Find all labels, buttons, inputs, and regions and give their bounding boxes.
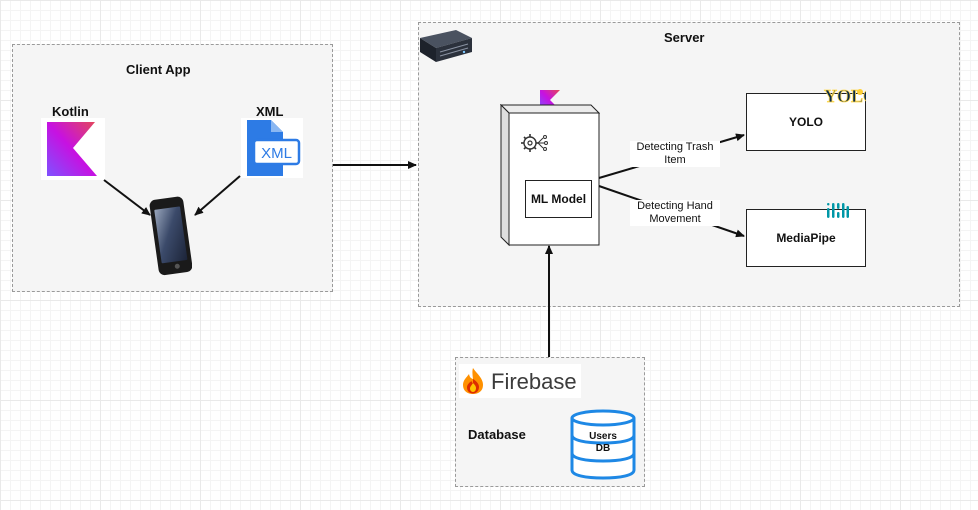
xml-icon-text: XML	[261, 145, 292, 162]
yolo-logo: YOLO	[822, 84, 878, 107]
firebase-flame-icon	[463, 368, 483, 394]
xml-file-icon: XML	[241, 118, 303, 178]
ml-model-container	[499, 103, 601, 247]
server-rack-icon	[416, 26, 474, 64]
edge-label-hand: Detecting Hand Movement	[630, 200, 720, 226]
database-label: Database	[468, 427, 526, 442]
ml-model-box: ML Model	[525, 180, 592, 218]
phone-icon	[148, 196, 193, 278]
kotlin-logo	[41, 118, 105, 180]
edge-label-trash: Detecting Trash Item	[630, 141, 720, 167]
arrow-xml-to-phone	[194, 175, 241, 216]
yolo-box: YOLO	[746, 93, 866, 151]
yolo-logo-text: YOLO	[824, 86, 866, 106]
firebase-brand: Firebase	[491, 369, 577, 394]
db-line2: DB	[595, 443, 611, 454]
server-title: Server	[664, 30, 705, 45]
db-line1: Users	[589, 431, 617, 442]
mediapipe-logo	[826, 202, 850, 222]
kotlin-label: Kotlin	[52, 104, 89, 119]
xml-label: XML	[256, 104, 284, 119]
database-cylinder-icon: Users DB	[569, 408, 637, 480]
firebase-logo: Firebase	[459, 364, 581, 398]
ml-gear-icon	[519, 130, 549, 156]
arrow-kotlin-to-phone	[103, 179, 151, 216]
client-app-title: Client App	[126, 62, 191, 77]
mediapipe-box: MediaPipe	[746, 209, 866, 267]
